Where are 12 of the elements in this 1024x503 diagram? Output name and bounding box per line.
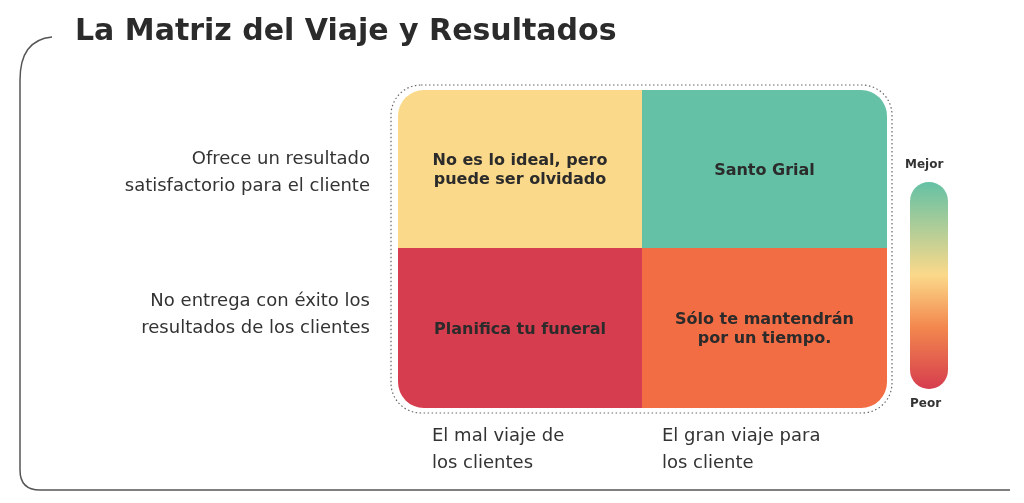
matrix-cell: Planifica tu funeral [398,248,642,408]
column-label: El mal viaje de los clientes [432,423,566,474]
scale-label: Mejor [905,156,944,172]
gradient-scale-bar [910,182,948,389]
title: La Matriz del Viaje y Resultados [75,12,617,47]
scale-label: Peor [910,395,942,411]
matrix-cell: No es lo ideal, pero puede ser olvidado [398,90,642,248]
row-label: No entrega con éxito los resultados de los clientes [140,288,370,339]
matrix-cell: Sólo te mantendrán por un tiempo. [642,248,887,408]
column-label: El gran viaje para los cliente [662,423,822,474]
row-label: Ofrece un resultado satisfactorio para el cliente [123,146,370,197]
matrix-cell: Santo Grial [642,90,887,248]
